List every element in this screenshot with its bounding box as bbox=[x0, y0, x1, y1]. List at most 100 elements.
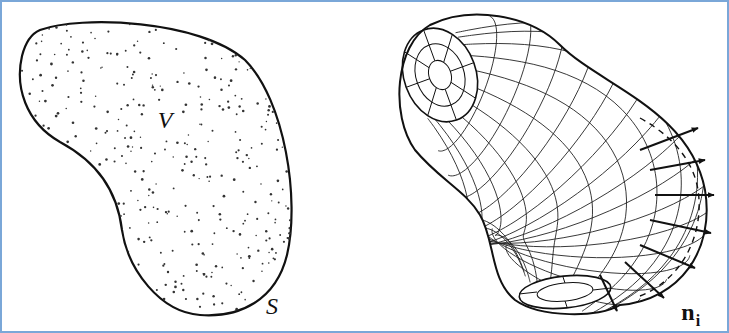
speckle bbox=[242, 191, 244, 193]
speckle bbox=[42, 34, 43, 35]
speckle bbox=[249, 167, 251, 169]
speckle bbox=[66, 54, 68, 56]
speckle bbox=[203, 273, 205, 275]
speckle bbox=[207, 141, 208, 142]
speckle bbox=[163, 263, 165, 265]
opening-rim bbox=[390, 18, 490, 133]
speckle bbox=[82, 42, 84, 44]
speckle bbox=[39, 53, 41, 55]
speckle bbox=[220, 78, 222, 80]
speckle bbox=[124, 137, 126, 139]
speckle bbox=[209, 99, 211, 101]
speckle bbox=[70, 36, 72, 38]
speckle bbox=[211, 272, 213, 274]
speckle bbox=[256, 218, 258, 220]
speckle bbox=[236, 113, 238, 115]
opening-spoke bbox=[451, 82, 476, 98]
speckle bbox=[238, 105, 240, 107]
speckle bbox=[120, 215, 122, 217]
speckle bbox=[153, 207, 155, 209]
speckle bbox=[227, 101, 229, 103]
speckle bbox=[114, 147, 116, 149]
speckle bbox=[139, 52, 141, 54]
speckle bbox=[133, 44, 135, 46]
speckle bbox=[68, 49, 70, 51]
speckle bbox=[223, 195, 226, 198]
speckle bbox=[148, 31, 150, 33]
speckle bbox=[155, 74, 157, 76]
speckle bbox=[232, 230, 234, 232]
speckle bbox=[165, 211, 167, 213]
speckle bbox=[90, 150, 91, 151]
speckle bbox=[141, 113, 143, 115]
speckle bbox=[106, 130, 108, 132]
speckle bbox=[152, 191, 155, 194]
grid-line bbox=[456, 67, 626, 308]
speckle bbox=[235, 151, 237, 153]
grid-line bbox=[456, 22, 705, 311]
speckle bbox=[238, 61, 239, 62]
speckle bbox=[185, 103, 188, 106]
speckle bbox=[104, 132, 106, 134]
speckle bbox=[232, 55, 234, 57]
speckle bbox=[50, 63, 53, 66]
speckle bbox=[41, 90, 43, 92]
opening-ring bbox=[407, 37, 474, 114]
speckle bbox=[137, 238, 140, 241]
speckle bbox=[158, 99, 160, 101]
speckle bbox=[67, 70, 69, 72]
surface-dashed-edge bbox=[640, 118, 699, 296]
speckle bbox=[202, 293, 204, 295]
grid-line bbox=[458, 31, 698, 313]
speckle bbox=[273, 257, 275, 259]
speckle bbox=[172, 250, 174, 252]
speckle bbox=[199, 124, 200, 125]
speckle bbox=[204, 157, 206, 159]
speckle bbox=[82, 79, 85, 82]
speckle bbox=[138, 104, 140, 106]
speckle bbox=[205, 276, 207, 278]
opening-spoke bbox=[404, 52, 429, 68]
surface-grid bbox=[428, 7, 724, 313]
speckle bbox=[190, 160, 192, 162]
speckle bbox=[32, 78, 34, 80]
speckle bbox=[81, 50, 84, 53]
speckle bbox=[267, 114, 269, 116]
speckle bbox=[213, 303, 215, 305]
speckle bbox=[42, 124, 44, 126]
speckle bbox=[44, 100, 47, 103]
normal-vectors bbox=[600, 128, 714, 311]
speckle bbox=[254, 201, 256, 203]
speckle bbox=[221, 58, 222, 59]
speckle bbox=[180, 283, 182, 285]
speckle bbox=[205, 68, 208, 71]
speckle bbox=[222, 108, 225, 111]
speckle bbox=[212, 295, 214, 297]
speckle bbox=[87, 50, 89, 52]
speckle bbox=[151, 73, 152, 74]
speckle bbox=[209, 176, 211, 178]
speckle bbox=[238, 293, 240, 295]
grid-line bbox=[428, 118, 524, 271]
grid-line bbox=[459, 44, 681, 314]
speckle bbox=[230, 285, 231, 286]
speckle bbox=[144, 206, 146, 208]
opening-spoke bbox=[450, 63, 473, 72]
speckle bbox=[156, 221, 158, 223]
speckle bbox=[235, 54, 237, 56]
speckle bbox=[265, 239, 267, 241]
speckle bbox=[256, 102, 259, 105]
speckle bbox=[226, 227, 228, 229]
speckle bbox=[267, 212, 269, 214]
speckle bbox=[195, 156, 197, 158]
speckle bbox=[152, 84, 153, 85]
speckle bbox=[164, 149, 166, 151]
speckle bbox=[67, 96, 69, 98]
speckle bbox=[72, 121, 75, 124]
speckle bbox=[130, 136, 133, 139]
speckle bbox=[183, 72, 185, 74]
speckle bbox=[212, 205, 214, 207]
speckle bbox=[120, 108, 122, 110]
